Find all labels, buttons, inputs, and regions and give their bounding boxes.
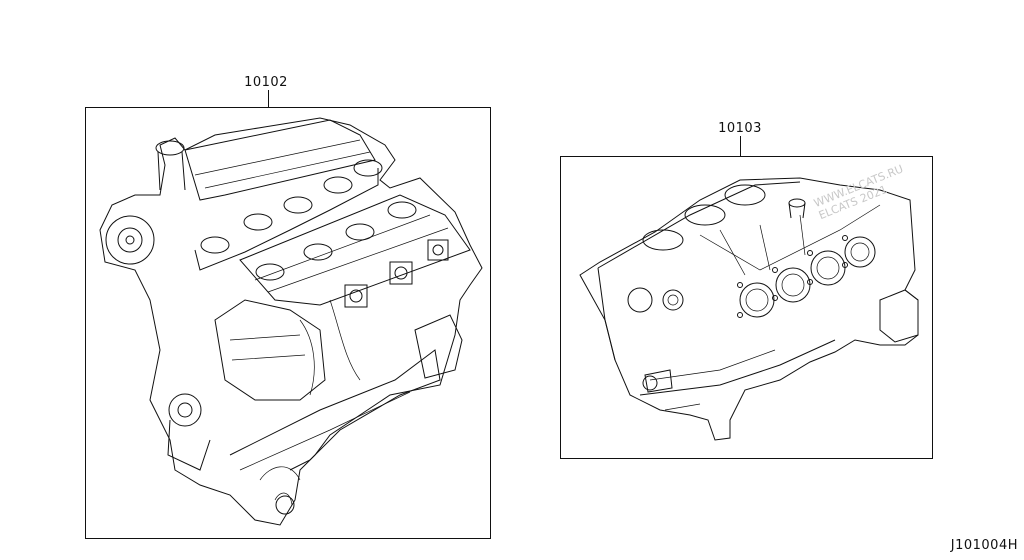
diagram-code: J101004H xyxy=(950,538,1018,553)
engine-assembly-frame[interactable] xyxy=(85,107,491,539)
part-number-label-10102: 10102 xyxy=(244,75,288,90)
cylinder-block-drawing[interactable] xyxy=(579,177,919,441)
part-number-label-10103: 10103 xyxy=(718,121,762,136)
engine-assembly-drawing[interactable] xyxy=(99,117,483,526)
leader-line-10102 xyxy=(268,90,269,107)
cylinder-block-frame[interactable] xyxy=(560,156,933,459)
leader-line-10103 xyxy=(740,136,741,156)
